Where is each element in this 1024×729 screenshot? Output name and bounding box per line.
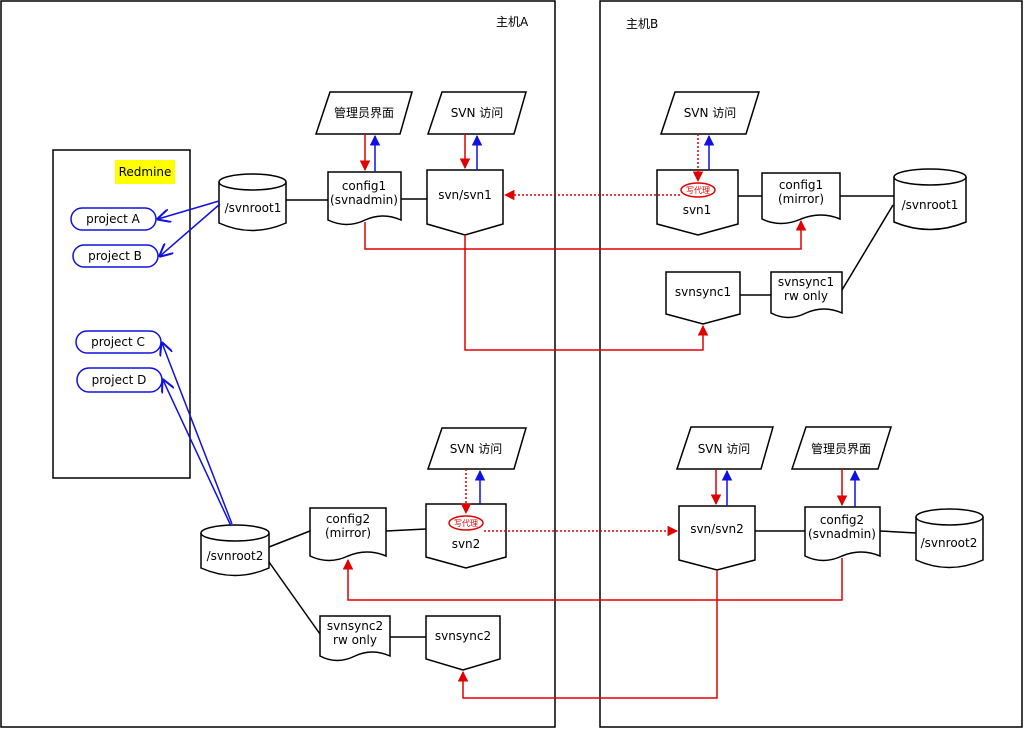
svnroot2-svnsync2-link [268,561,321,635]
svnroot2-b-label: /svnroot2 [921,536,978,550]
host-b-label: 主机B [626,17,658,31]
svnroot1-b-cylinder [893,168,967,231]
config2-a-line1: config2 [326,512,370,526]
config1-b-line2: (mirror) [778,192,824,206]
svn-svn1-service [426,169,504,236]
svnroot2-project-c-link [162,343,233,525]
config-sync-2-arrow [342,558,843,601]
svn1-svnsync1-arrow [464,235,709,351]
project-c-label: project C [91,335,145,349]
svn-access-a2-label: SVN 访问 [450,442,503,456]
config2-svnadmin-doc [804,506,881,562]
svnsync2-process [425,615,501,671]
redmine-box [52,149,191,479]
svnroot2-config2-link [268,530,311,548]
write-proxy-a-badge [448,515,484,531]
config2-svnroot2-b-link [879,530,917,534]
admin-ui-b-label: 管理员界面 [811,441,871,456]
project-b-label: project B [88,249,142,263]
svnroot2-b-cylinder [915,508,984,569]
svnsync1-doc [770,271,843,319]
svnroot1-a-label: /svnroot1 [225,201,282,215]
svn-access-a1[interactable] [426,91,527,135]
config2-b-line1: config2 [820,513,864,527]
svn-access-b2[interactable] [675,426,774,470]
svn1-b-label: svn1 [683,203,712,217]
svnroot1-project-b-link [160,203,221,256]
svnroot2-a-cylinder [200,524,270,577]
svn-svn1-label: svn/svn1 [438,188,492,202]
admin-ui-b[interactable] [790,426,893,470]
project-d-label: project D [92,373,147,387]
svnsync2-doc [319,615,391,662]
svn-access-b1-label: SVN 访问 [684,106,737,120]
config2-mirror-doc [309,507,387,562]
config1-mirror-doc [761,172,841,225]
config1-a-line2: (svnadmin) [330,193,398,207]
svn-access-a1-label: SVN 访问 [451,106,504,120]
svn2-svnsync2-arrow [457,570,718,699]
svnsync2-doc-line2: rw only [333,633,377,647]
config1-b-line1: config1 [779,178,823,192]
write-proxy-a-label: 写代理 [454,518,478,528]
project-a-label: project A [86,212,140,226]
config2-svn2-link [385,528,427,532]
config1-svnadmin-doc [327,171,402,226]
svn1-b-service [656,169,739,236]
config2-b-line2: (svnadmin) [808,527,876,541]
svn2-a-service [425,503,507,569]
svnroot2-project-d-link [163,380,232,527]
svn-access-b1[interactable] [659,91,761,135]
svnroot1-b-label: /svnroot1 [902,198,959,212]
svnroot1-project-a-link [158,200,220,219]
svn-access-b2-label: SVN 访问 [698,442,751,456]
svn-svn2-b-label: svn/svn2 [690,522,744,536]
host-a-container [0,0,556,728]
svnsync1-svnroot1-link [841,204,894,291]
svnsync1-process-label: svnsync1 [675,285,731,299]
host-b-container [599,0,1023,728]
svn-access-a2[interactable] [426,427,528,470]
config2-a-line2: (mirror) [325,526,371,540]
redmine-highlight [115,160,175,184]
svnsync1-process [665,271,741,325]
svnroot2-a-label: /svnroot2 [207,549,264,563]
host-a-label: 主机A [496,15,529,29]
svnsync2-doc-line1: svnsync2 [327,619,383,633]
svnroot1-a-cylinder [218,173,287,232]
redmine-label: Redmine [119,165,172,179]
config1-a-line1: config1 [342,179,386,193]
admin-ui-a-label: 管理员界面 [334,105,394,120]
write-proxy-b-badge [680,182,716,198]
svnsync1-doc-line2: rw only [784,289,828,303]
write-proxy-b-label: 写代理 [686,185,710,195]
svnsync1-doc-line1: svnsync1 [778,275,834,289]
svn2-a-label: svn2 [452,537,481,551]
admin-ui-a[interactable] [314,91,413,135]
config-sync-1-arrow [364,219,807,250]
svnsync2-process-label: svnsync2 [435,629,491,643]
svn-svn2-b-service [678,505,756,571]
